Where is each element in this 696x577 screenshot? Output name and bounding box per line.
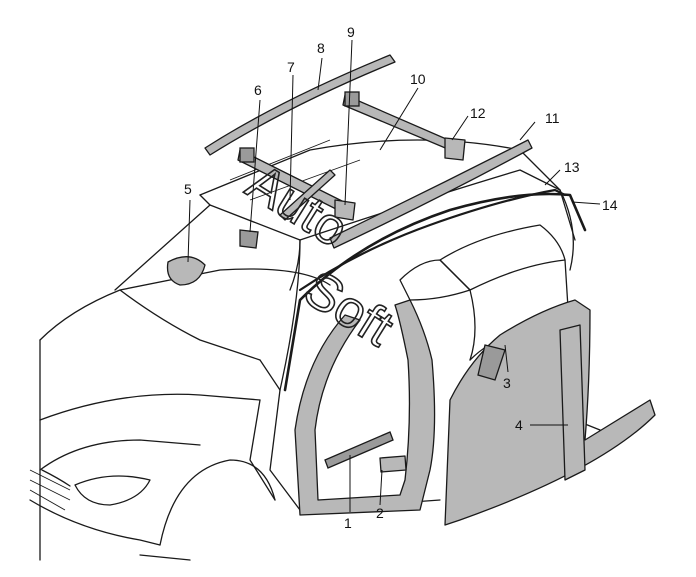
callout-9: 9 [347, 24, 355, 40]
callout-10: 10 [410, 71, 426, 87]
part-rear-door-frame-seal [444, 299, 656, 526]
watermark-word-soft: Soft [294, 260, 404, 358]
callout-5: 5 [184, 181, 192, 197]
part-12-bracket [444, 137, 466, 161]
part-1-sill-plate [324, 431, 394, 469]
part-11-roof-side-strip [329, 139, 533, 249]
callout-13: 13 [564, 159, 580, 175]
part-4-rear-pillar-strip [559, 324, 586, 481]
callout-3: 3 [503, 375, 511, 391]
callout-2: 2 [376, 505, 384, 521]
callout-6: 6 [254, 82, 262, 98]
leader-lines [187, 39, 601, 512]
part-10-rear-crossbar [342, 94, 463, 156]
part-front-door-frame-seal [294, 299, 436, 516]
callout-8: 8 [317, 40, 325, 56]
part-9-bracket [334, 199, 356, 221]
roof-parts [166, 54, 587, 392]
callout-14: 14 [602, 197, 618, 213]
door-seal-parts [294, 299, 656, 526]
callouts: 1 2 3 4 5 6 7 8 9 10 11 12 13 14 [184, 24, 618, 531]
part-5-antenna-base [166, 256, 206, 286]
part-3-bracket [477, 344, 506, 381]
callout-4: 4 [515, 417, 523, 433]
callout-11: 11 [545, 110, 560, 126]
part-14-roof-drip-seal [283, 192, 587, 392]
part-2-lower-bracket [379, 455, 407, 473]
callout-7: 7 [287, 59, 295, 75]
part-6-clip [239, 229, 259, 249]
callout-1: 1 [344, 515, 352, 531]
part-7-support-rod [279, 169, 336, 221]
callout-12: 12 [470, 105, 486, 121]
